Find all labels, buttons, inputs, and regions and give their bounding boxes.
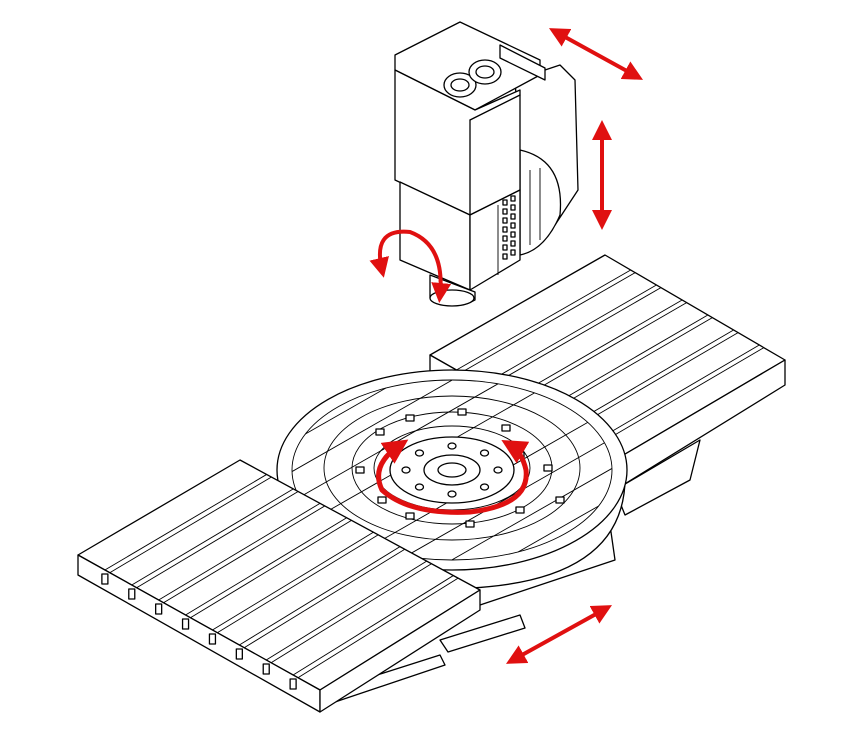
left-tslot-table bbox=[77, 459, 481, 713]
spindle-head bbox=[394, 21, 579, 307]
head-tilt-rotary-arrow bbox=[369, 229, 452, 303]
table-rotary-arrow bbox=[376, 439, 530, 515]
motion-arrows bbox=[369, 28, 644, 664]
table-linear-arrow bbox=[506, 605, 612, 664]
head-horizontal-linear-arrow bbox=[548, 28, 644, 80]
